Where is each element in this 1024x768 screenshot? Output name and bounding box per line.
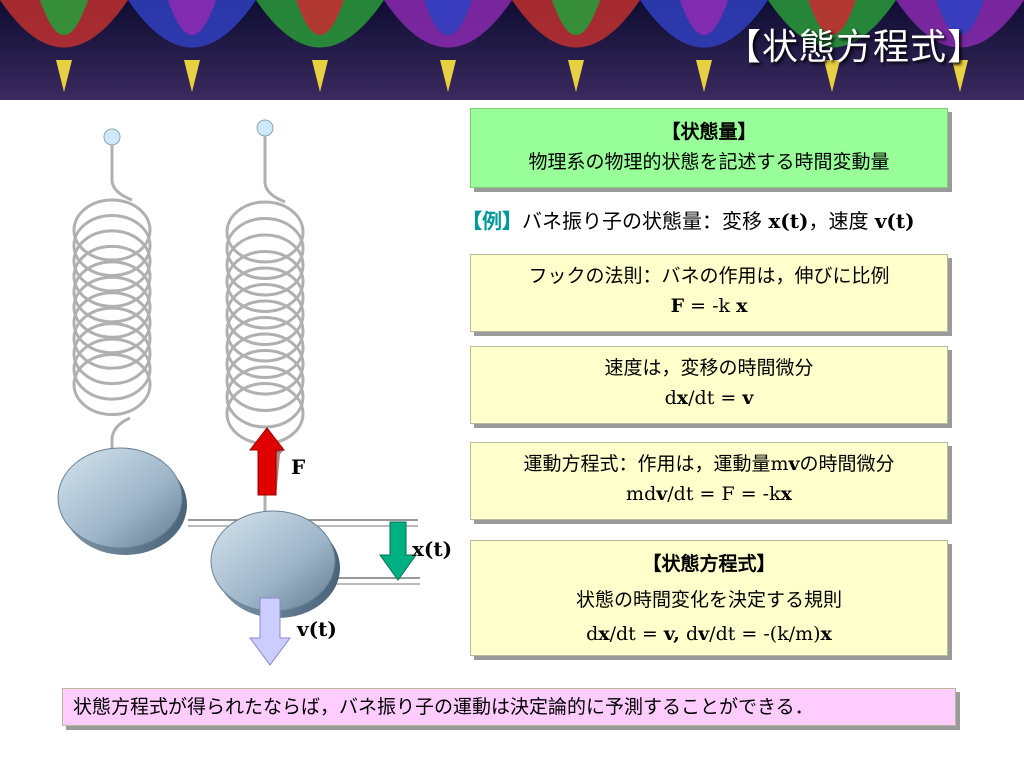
spring-coil (72, 291, 152, 355)
banner-tassel (952, 60, 968, 92)
banner-swag (680, 0, 728, 35)
spring-coil (72, 229, 152, 293)
spring-coil (225, 200, 305, 264)
spring-2 (225, 136, 305, 520)
spring-coil (72, 306, 152, 370)
banner-swag (808, 0, 856, 35)
spring-coil (225, 316, 305, 379)
banner-swag (424, 0, 472, 35)
spring-coil (225, 365, 305, 429)
conclusion-box: 状態方程式が得られたならば，バネ振り子の運動は決定論的に予測することができる． (62, 688, 956, 726)
banner-tassel (312, 60, 328, 92)
equation-of-motion-text: 運動方程式：作用は，運動量mvの時間微分 (523, 453, 895, 475)
spring-coil (72, 353, 152, 417)
example-line: 【例】バネ振り子の状態量：変移 x(t)，速度 v(t) (462, 209, 915, 233)
banner-tassel (696, 60, 712, 92)
state-quantity-text: 物理系の物理的状態を記述する時間変動量 (528, 151, 890, 173)
spring-coil (225, 233, 305, 297)
banner-swag (40, 0, 88, 35)
spring-coil (225, 250, 305, 313)
state-equation-formula: dx/dt = v, dv/dt = -(k/m)x (586, 623, 832, 645)
spring-coil (225, 217, 305, 280)
velocity-label: v(t) (297, 617, 337, 641)
state-quantity-heading: 【状態量】 (661, 121, 757, 143)
displacement-label: x(t) (412, 537, 453, 561)
spring-coil (225, 283, 305, 346)
velocity-equation: dx/dt = v (664, 387, 754, 409)
displacement-arrow-icon (379, 521, 417, 581)
hooke-law-box: フックの法則：バネの作用は，伸びに比例 F = -k x (470, 254, 948, 332)
hooke-law-equation: F = -k x (670, 295, 748, 317)
example-tag: 【例】 (462, 209, 522, 233)
spring-coil (72, 244, 152, 308)
mass-2 (210, 510, 340, 618)
hooke-law-text: フックの法則：バネの作用は，伸びに比例 (528, 265, 890, 287)
banner-tassel (824, 60, 840, 92)
equation-of-motion-equation: mdv/dt = F = -kx (626, 483, 792, 505)
state-equation-box: 【状態方程式】 状態の時間変化を決定する規則 dx/dt = v, dv/dt … (470, 540, 948, 656)
pivot-icon (256, 119, 274, 137)
decorative-banner (0, 0, 1024, 100)
spring-coil (225, 332, 305, 396)
spring-1 (72, 145, 152, 458)
spring-coil (225, 299, 305, 363)
banner-tassel (440, 60, 456, 92)
force-label: F (291, 455, 306, 479)
banner-tassel (56, 60, 72, 92)
spring-coil (72, 260, 152, 324)
spring-coil (225, 266, 305, 330)
pivot-icon (103, 128, 121, 146)
force-arrow-icon (248, 427, 286, 498)
spring-coil (72, 322, 152, 386)
spring-coil (225, 349, 305, 412)
spring-coil (72, 198, 152, 262)
equation-of-motion-box: 運動方程式：作用は，運動量mvの時間微分 mdv/dt = F = -kx (470, 442, 948, 520)
conclusion-text: 状態方程式が得られたならば，バネ振り子の運動は決定論的に予測することができる． (73, 696, 814, 718)
banner-swag (936, 0, 984, 35)
banner-swag (296, 0, 344, 35)
state-equation-text: 状態の時間変化を決定する規則 (575, 589, 842, 611)
banner-tassel (184, 60, 200, 92)
banner-swag (168, 0, 216, 35)
banner-tassel (568, 60, 584, 92)
state-quantity-box: 【状態量】 物理系の物理的状態を記述する時間変動量 (470, 108, 948, 188)
velocity-arrow-icon (249, 597, 291, 666)
velocity-text: 速度は，変移の時間微分 (604, 357, 814, 379)
velocity-box: 速度は，変移の時間微分 dx/dt = v (470, 346, 948, 424)
spring-coil (72, 337, 152, 401)
spring-coil (72, 213, 152, 277)
banner-swag (552, 0, 600, 35)
spring-coil (72, 275, 152, 339)
spring-pendulum-figure (57, 119, 420, 666)
state-equation-heading: 【状態方程式】 (642, 553, 776, 575)
slide-title: 【状態方程式】 (724, 27, 984, 68)
mass-1 (57, 447, 187, 555)
